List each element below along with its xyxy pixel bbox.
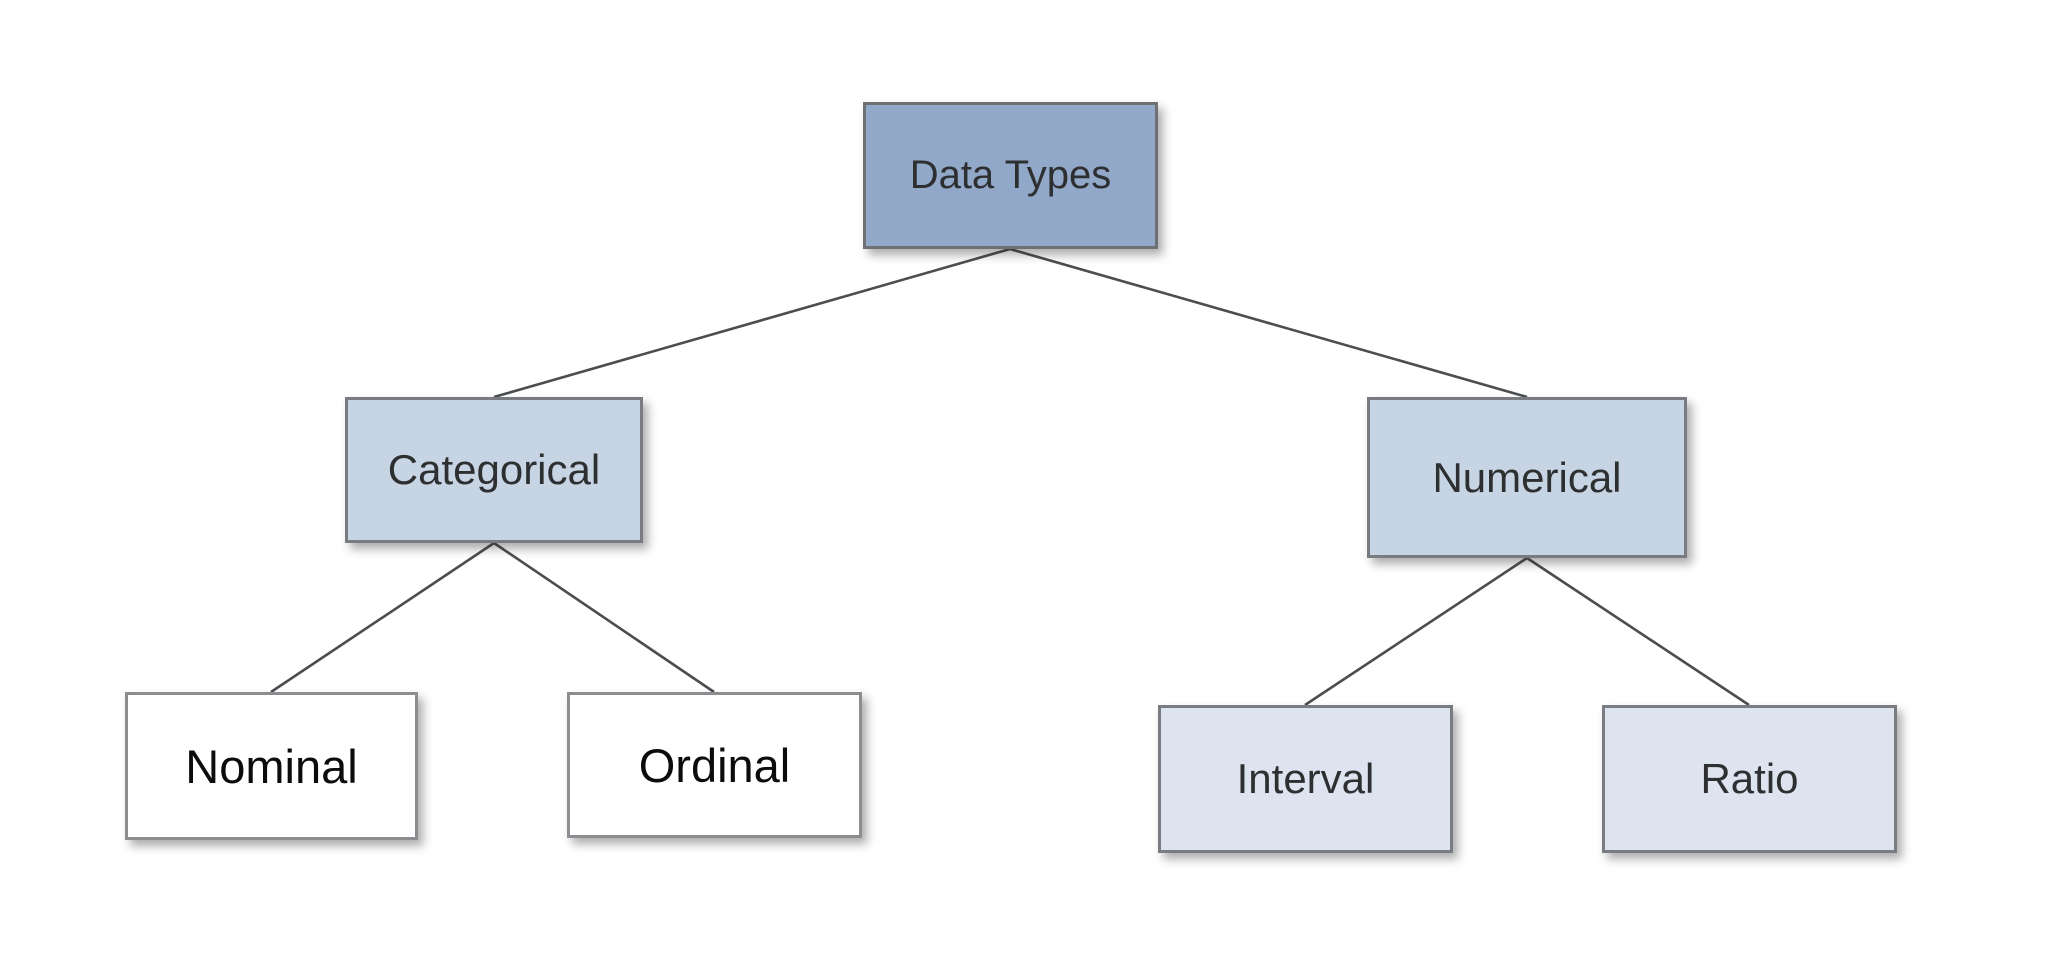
edge-root-numerical [1009,247,1528,399]
edge-categorical-ordinal [493,541,715,694]
node-interval: Interval [1158,705,1453,853]
edge-numerical-ratio [1526,556,1750,707]
edge-categorical-nominal [270,541,495,694]
edge-root-categorical [493,247,1011,399]
node-ratio: Ratio [1602,705,1897,853]
node-nominal: Nominal [125,692,418,840]
node-data-types-label: Data Types [909,153,1112,197]
edge-numerical-interval [1304,556,1528,707]
node-ordinal-label: Ordinal [638,738,791,792]
node-numerical: Numerical [1367,397,1687,558]
node-numerical-label: Numerical [1432,453,1622,501]
node-ratio-label: Ratio [1700,755,1799,802]
node-nominal-label: Nominal [185,739,358,793]
node-data-types: Data Types [863,102,1158,249]
node-interval-label: Interval [1236,755,1375,802]
node-ordinal: Ordinal [567,692,862,838]
node-categorical-label: Categorical [387,446,601,493]
node-categorical: Categorical [345,397,643,543]
